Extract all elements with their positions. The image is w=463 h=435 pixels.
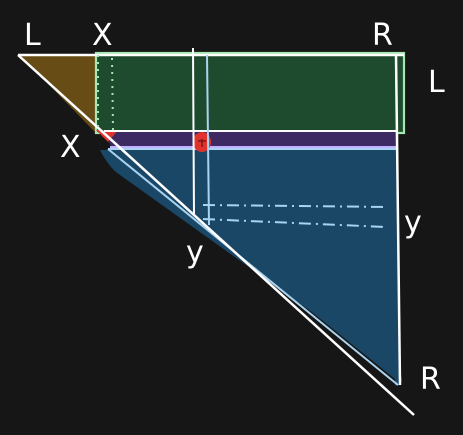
label-right-y: y	[404, 205, 422, 240]
right-line	[394, 54, 402, 386]
red-dot-mark	[198, 139, 206, 147]
label-right-l: L	[428, 65, 445, 100]
label-bottom-right: R	[420, 362, 441, 397]
green-region	[96, 53, 404, 133]
y-vertical-line-blue	[206, 54, 210, 226]
label-bottom-y: y	[186, 235, 204, 270]
purple-band	[102, 130, 396, 148]
label-top-right: R	[372, 18, 393, 53]
label-top-x: X	[92, 18, 113, 53]
y-dash-line-1	[202, 204, 389, 208]
label-left-x: X	[60, 130, 81, 165]
diagonal-line	[17, 54, 415, 416]
y-dash-line-2	[202, 218, 387, 228]
x-dotted-line-2	[111, 57, 114, 131]
label-top-left: L	[24, 18, 41, 53]
y-vertical-line	[192, 47, 195, 217]
